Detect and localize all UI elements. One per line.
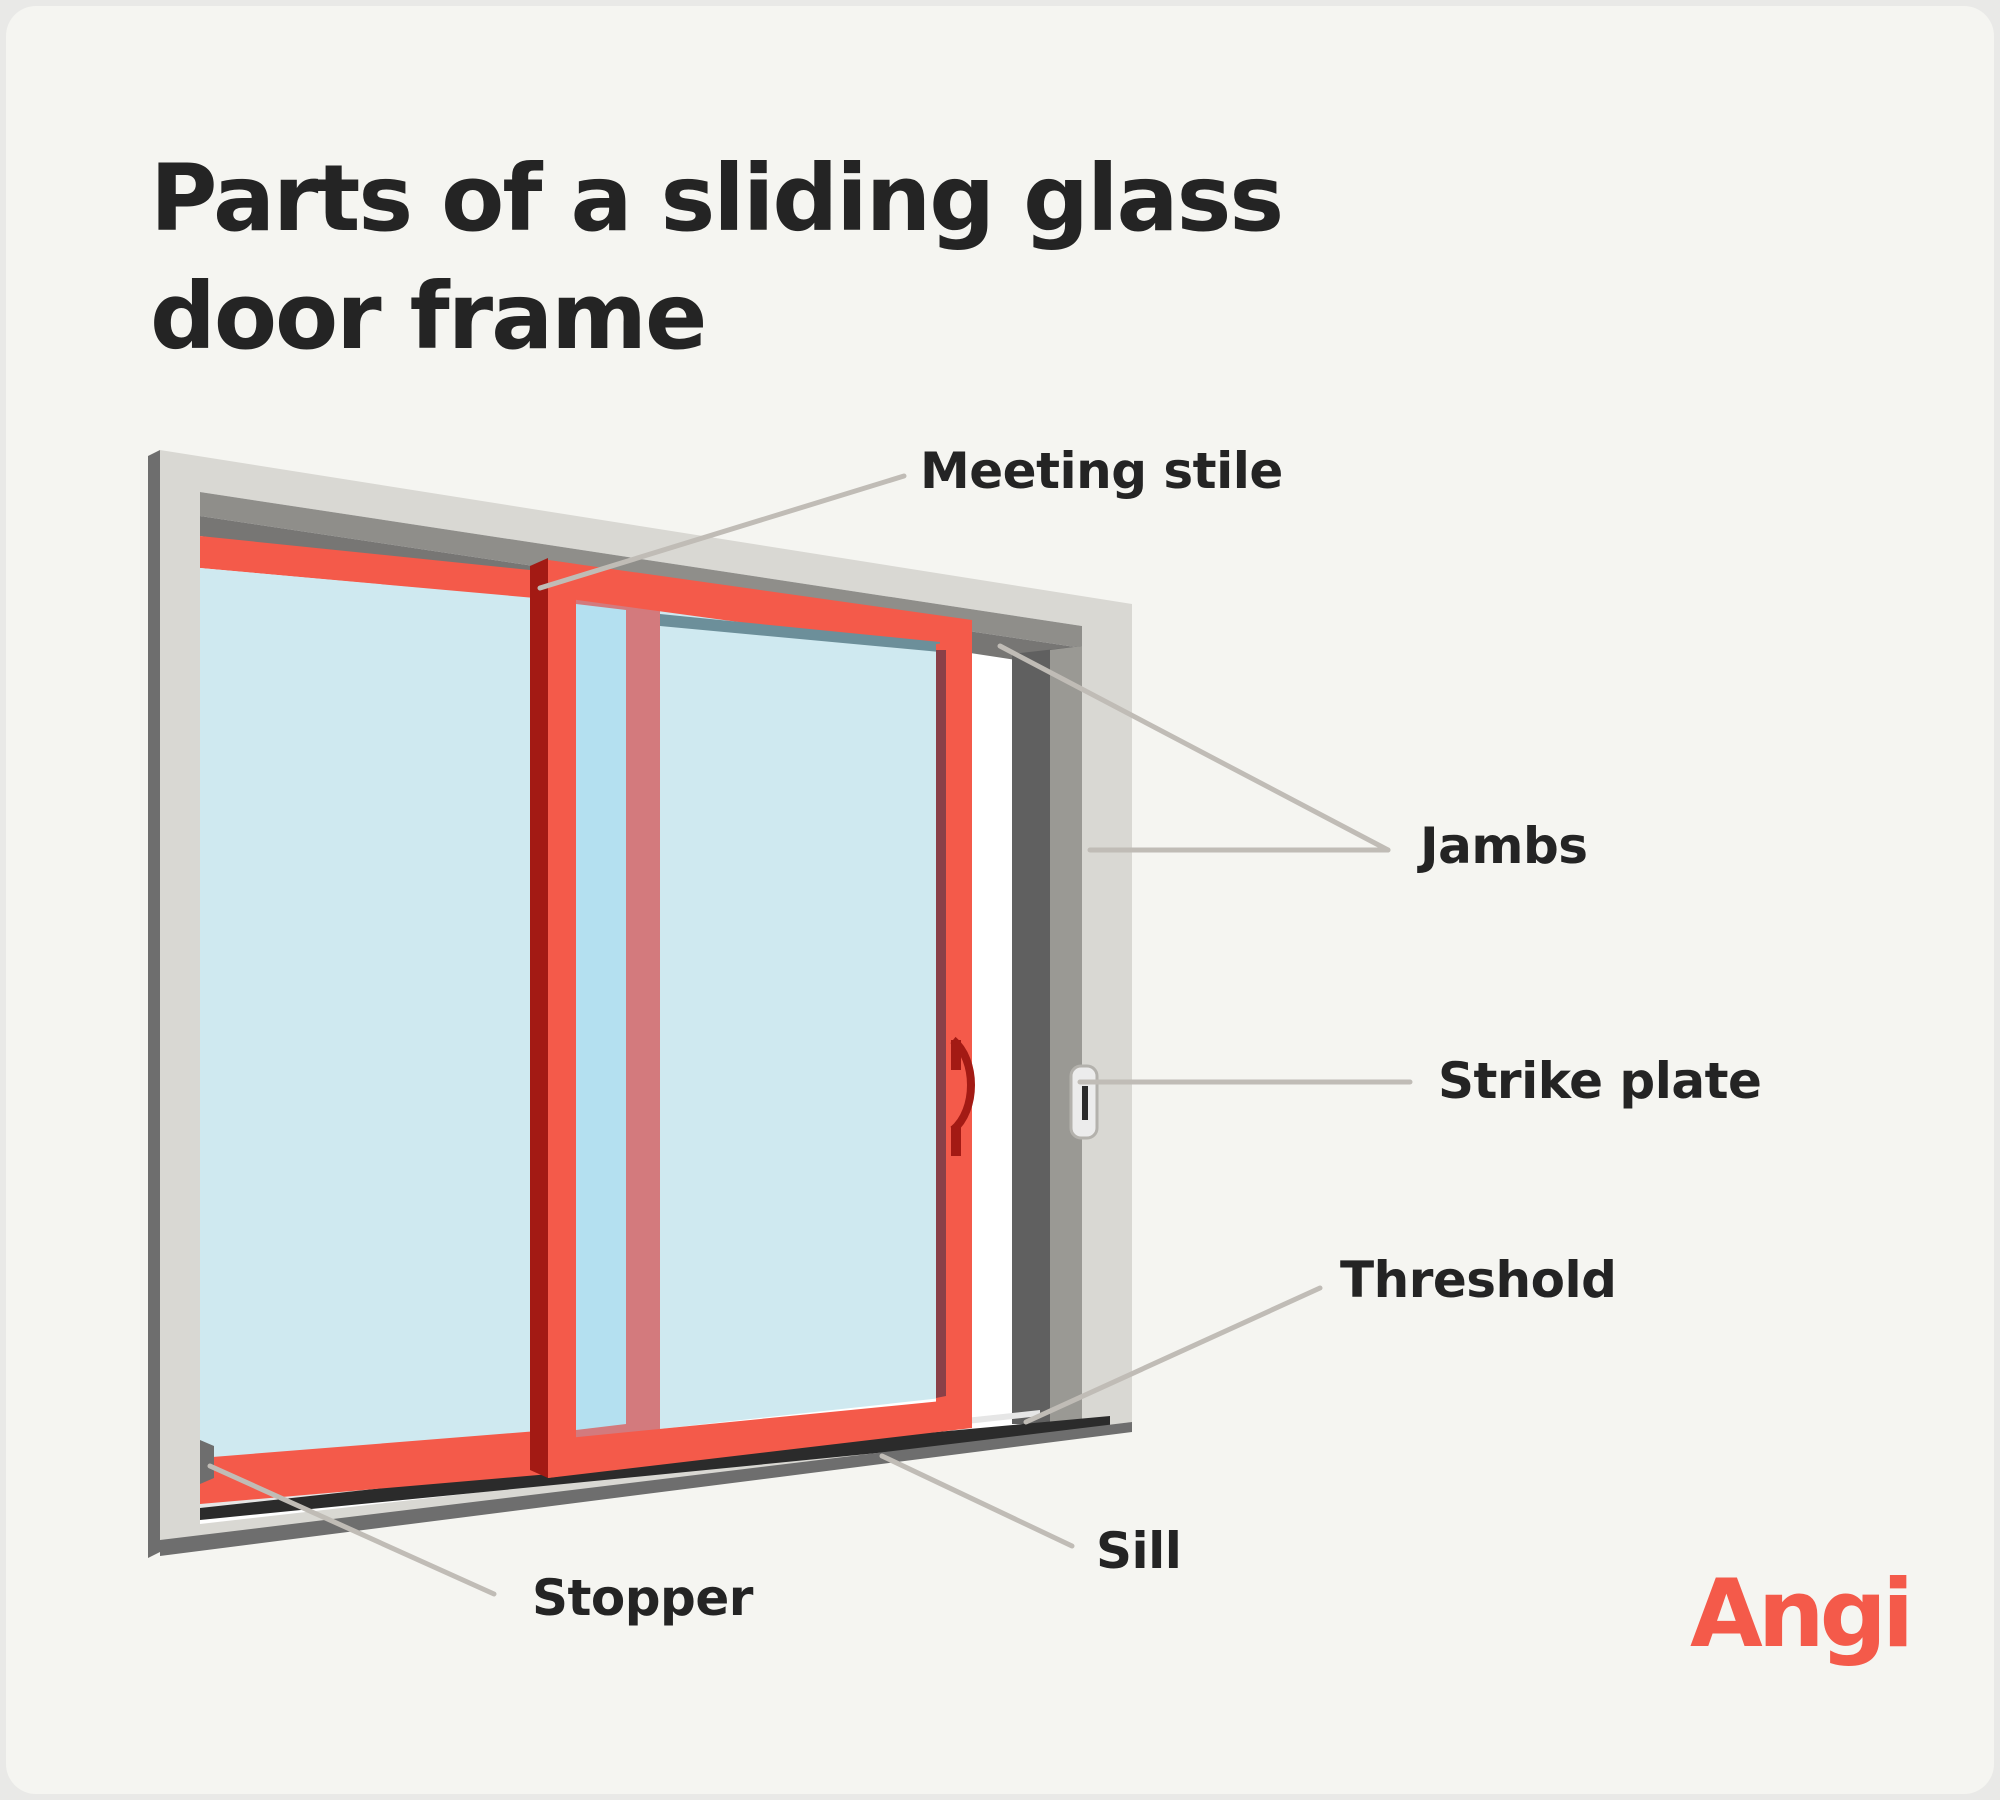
side-jamb-face <box>1050 646 1082 1424</box>
label-stopper: Stopper <box>532 1569 753 1627</box>
page-title: Parts of a sliding glass door frame <box>150 145 1284 370</box>
label-jambs: Jambs <box>1420 817 1588 875</box>
meeting-stile-glass <box>576 604 626 1430</box>
sliding-panel-top-rail <box>548 560 972 654</box>
label-threshold: Threshold <box>1340 1251 1617 1309</box>
leader-stopper <box>207 1463 497 1597</box>
leader-meeting-stile <box>537 473 907 591</box>
leader-sill <box>879 1453 1075 1549</box>
leader-threshold <box>1023 1285 1323 1425</box>
sliding-panel-bottom-rail <box>548 1398 972 1478</box>
leader-jambs-top <box>997 643 1391 853</box>
frame-outer-left-edge <box>148 450 160 1558</box>
stopper <box>200 1440 214 1484</box>
fixed-panel-glass <box>200 568 535 1470</box>
fixed-panel-frame-bottom <box>200 1430 550 1504</box>
door-handle-bottom <box>951 1126 961 1156</box>
meeting-stile-front <box>548 560 576 1478</box>
strike-plate-slot <box>1082 1086 1088 1120</box>
sill-track-dark <box>200 1416 1110 1520</box>
label-meeting-stile: Meeting stile <box>920 442 1283 500</box>
label-strike-plate: Strike plate <box>1438 1052 1762 1110</box>
sliding-panel-top-rail-inner <box>660 614 940 652</box>
sill-face <box>160 1422 1132 1556</box>
angi-logo: Angi <box>1690 1560 1914 1669</box>
door-handle-top <box>951 1040 961 1070</box>
side-jamb-right <box>1082 604 1132 1424</box>
sliding-panel-right-edge <box>936 650 946 1398</box>
label-sill: Sill <box>1096 1522 1182 1580</box>
meeting-stile-front-side <box>530 558 548 1478</box>
fixed-panel-frame-top <box>200 536 530 598</box>
